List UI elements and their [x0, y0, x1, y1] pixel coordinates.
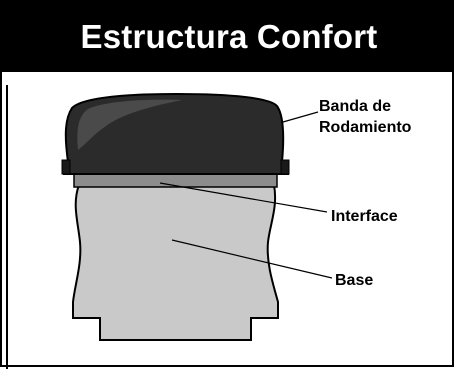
- tread-right-notch: [280, 159, 290, 175]
- interface-label: Interface: [331, 208, 398, 225]
- base-layer: [72, 184, 279, 341]
- left-rule: [6, 85, 8, 369]
- interface-layer: [73, 173, 278, 188]
- diagram-title: Estructura Confort: [80, 18, 378, 55]
- title-banner: Estructura Confort: [2, 2, 454, 72]
- tread-label-line2: Rodamiento: [319, 119, 412, 136]
- base-label: Base: [335, 272, 373, 289]
- tread-left-notch: [61, 159, 71, 175]
- tread-label-line1: Banda de: [319, 98, 391, 115]
- tread-leader-line: [282, 111, 319, 123]
- tread-highlight: [77, 99, 182, 150]
- base-leader-line: [171, 239, 333, 279]
- interface-leader-line: [159, 182, 328, 213]
